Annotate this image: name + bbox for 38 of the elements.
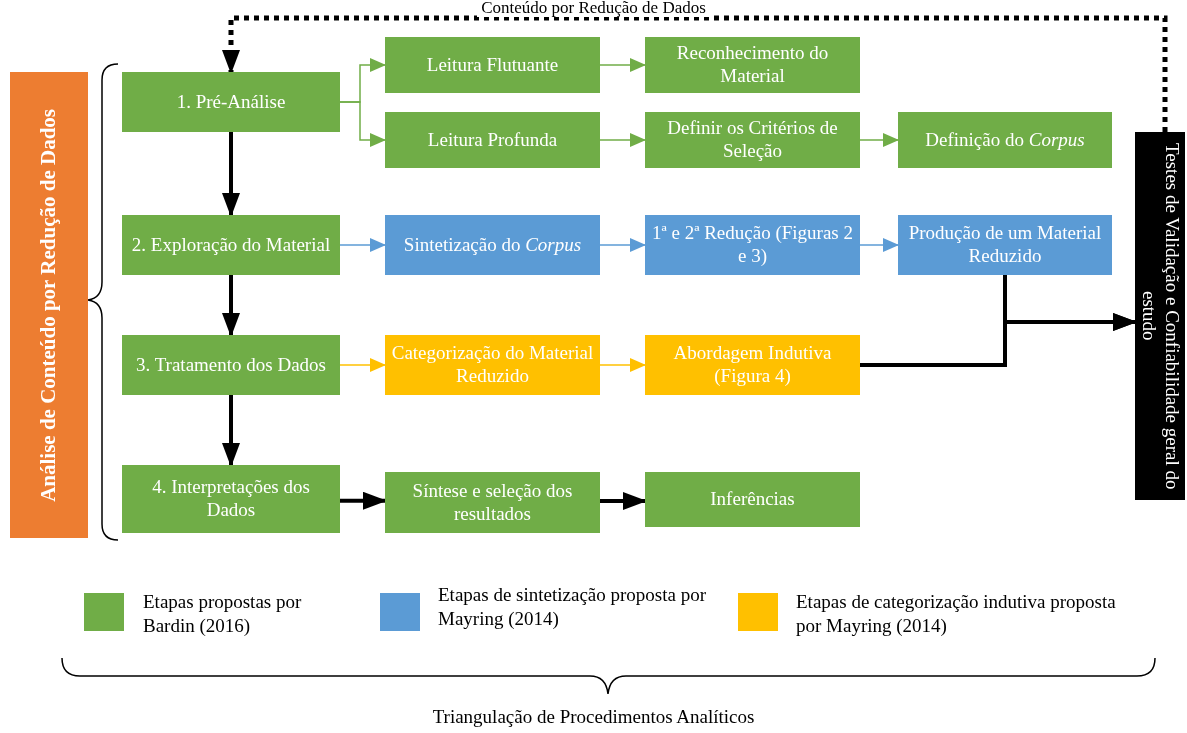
process-box: Síntese e seleção dos resultados — [385, 472, 600, 533]
bracket-caption: Triangulação de Procedimentos Analíticos — [432, 706, 755, 727]
process-box: Definição do Corpus — [898, 112, 1112, 168]
edge-label: Conteúdo por Redução de Dados — [477, 0, 710, 17]
process-box: Inferências — [645, 472, 860, 527]
legend-text: Etapas propostas por Bardin (2016) — [143, 590, 303, 638]
arrow — [340, 491, 387, 510]
arrow — [859, 238, 899, 252]
arrow — [222, 275, 240, 337]
arrow — [599, 133, 646, 147]
process-box: Leitura Profunda — [385, 112, 600, 168]
arrow — [859, 133, 899, 147]
process-box: Abordagem Indutiva (Figura 4) — [645, 335, 860, 395]
arrow — [222, 395, 240, 467]
arrow — [599, 238, 646, 252]
arrow — [339, 358, 386, 372]
arrow — [599, 358, 646, 372]
arrow — [600, 492, 647, 510]
process-box: Categorização do Material Reduzido — [385, 335, 600, 395]
process-box: Reconhecimento do Material — [645, 37, 860, 93]
process-box: 1ª e 2ª Redução (Figuras 2 e 3) — [645, 215, 860, 275]
process-box: Sintetização do Corpus — [385, 215, 600, 275]
arrow — [339, 101, 386, 147]
arrow — [599, 58, 646, 72]
legend-text: Etapas de categorização indutiva proposta por Mayring (2014) — [796, 590, 1117, 638]
vertical-result-box: Testes de Validação e Confiabilidade geral do estudo — [1135, 132, 1185, 500]
vertical-title-box: Análise de Conteúdo por Redução de Dados — [10, 72, 88, 538]
process-box: Produção de um Material Reduzido — [898, 215, 1112, 275]
process-box: 1. Pré-Análise — [122, 72, 340, 132]
process-box: 3. Tratamento dos Dados — [122, 335, 340, 395]
process-box: Definir os Critérios de Seleção — [645, 112, 860, 168]
legend-text: Etapas de sintetização proposta por Mayring (2014) — [438, 583, 707, 631]
process-box: Leitura Flutuante — [385, 37, 600, 93]
arrow — [222, 15, 1168, 132]
arrow — [222, 132, 240, 217]
process-box: 2. Exploração do Material — [122, 215, 340, 275]
arrow — [339, 238, 386, 252]
process-box: 4. Interpretações dos Dados — [122, 465, 340, 533]
